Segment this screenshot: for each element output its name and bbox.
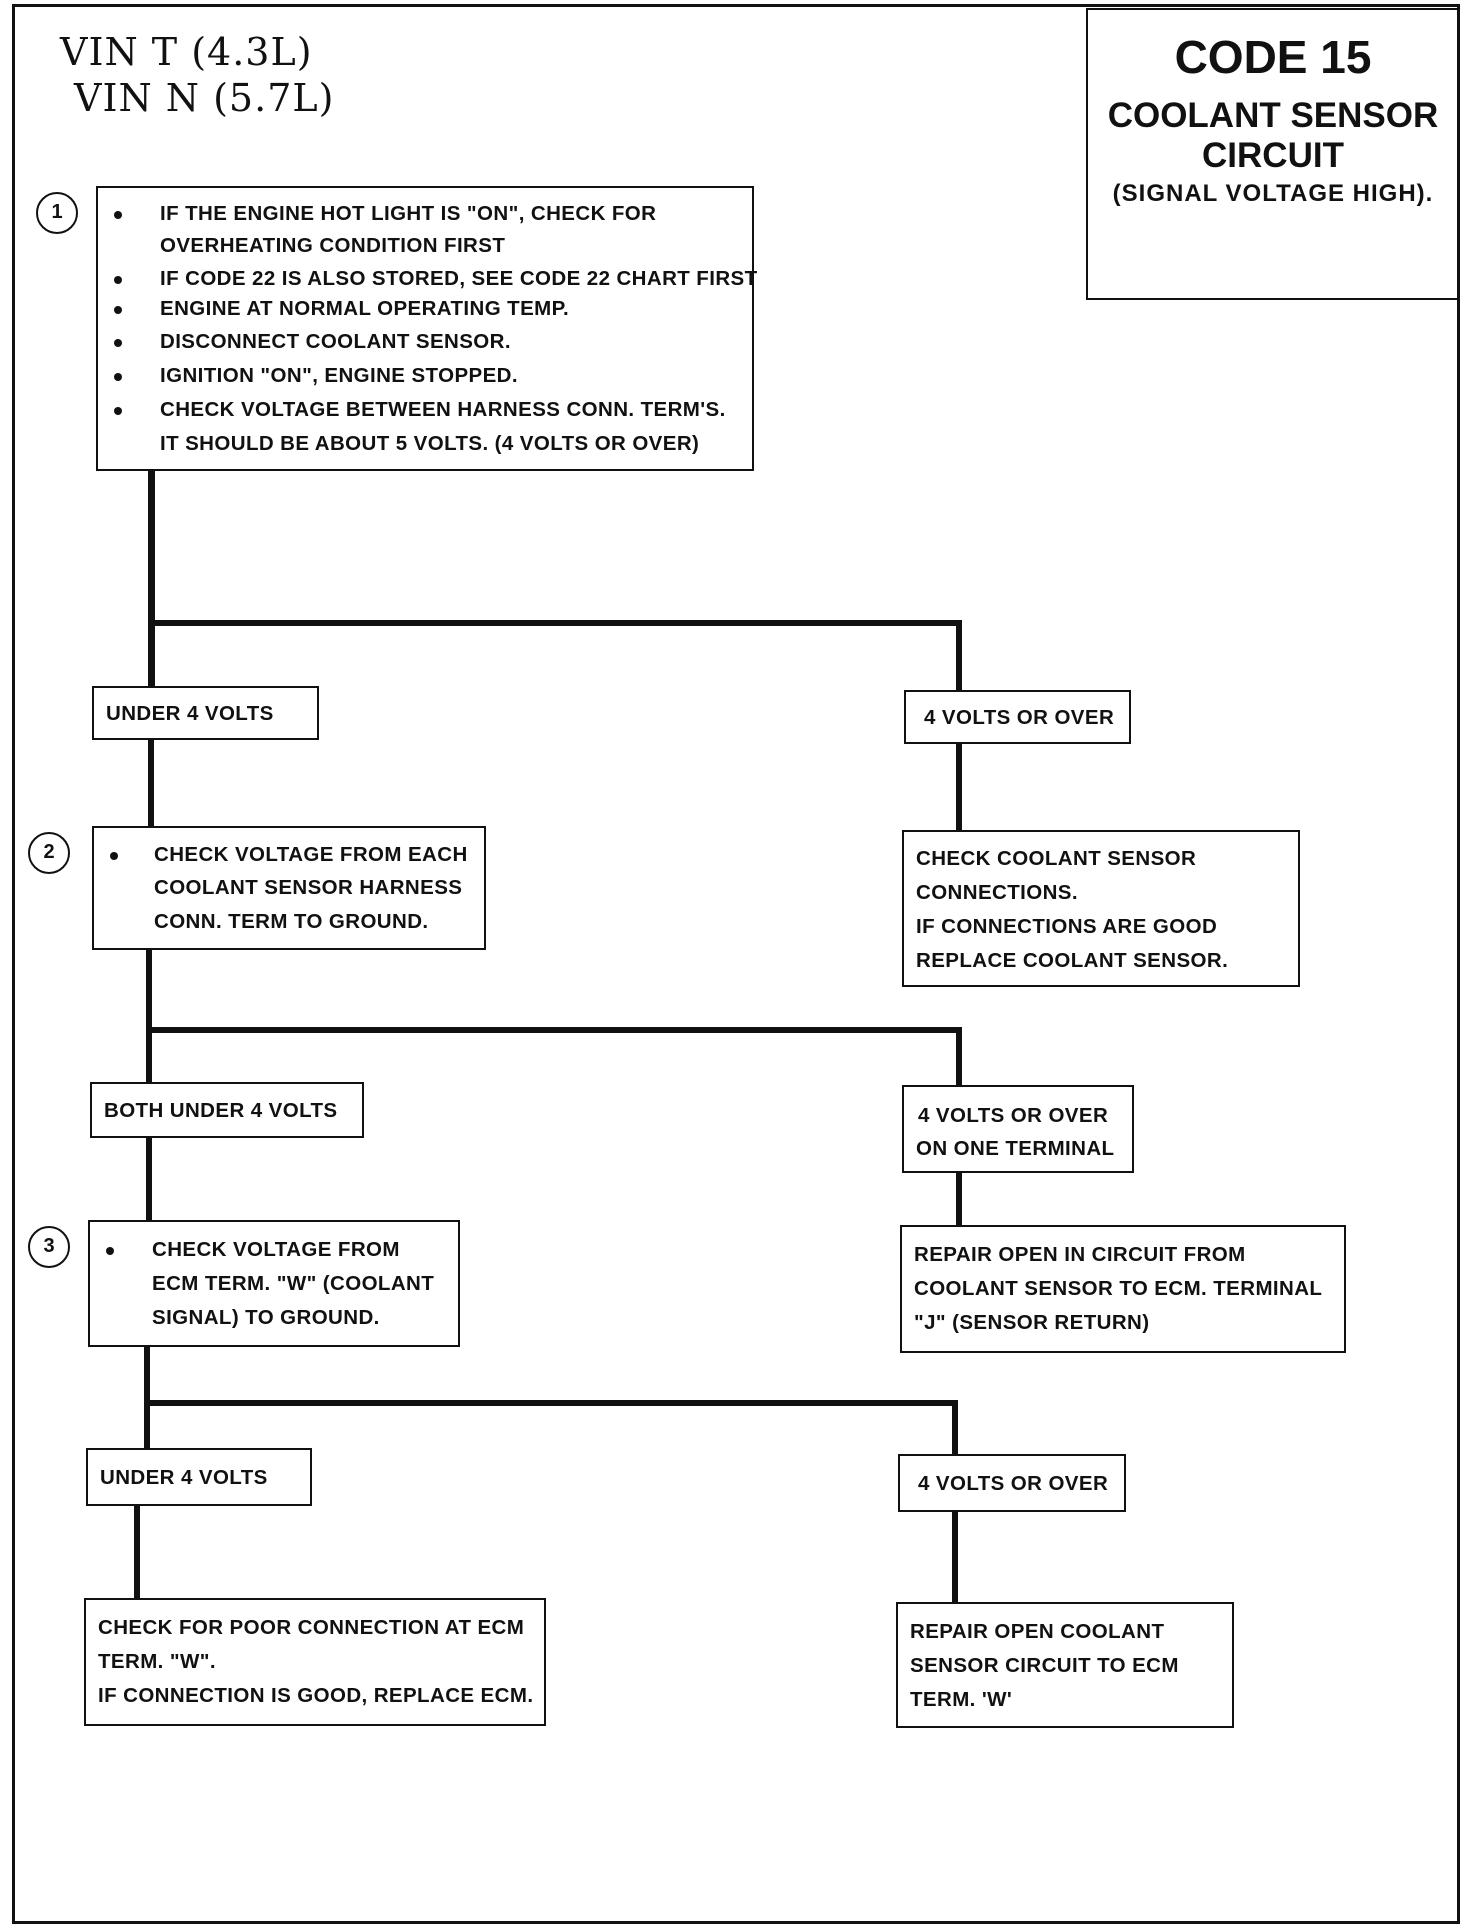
branch1-result-replace-sensor-box: CHECK COOLANT SENSOR CONNECTIONS. IF CON… — [902, 830, 1300, 987]
branch-label-text: BOTH UNDER 4 VOLTS — [104, 1099, 338, 1122]
step-1-line: IF THE ENGINE HOT LIGHT IS "ON", CHECK F… — [160, 202, 657, 225]
result-line: IF CONNECTIONS ARE GOOD — [916, 915, 1218, 938]
step-1-line: OVERHEATING CONDITION FIRST — [160, 234, 506, 257]
page-frame — [12, 4, 1460, 1924]
step-2-box: CHECK VOLTAGE FROM EACH COOLANT SENSOR H… — [92, 826, 486, 950]
step-3-marker: 3 — [28, 1226, 70, 1268]
bullet — [114, 306, 122, 314]
bullet — [114, 373, 122, 381]
step-1-line: IGNITION "ON", ENGINE STOPPED. — [160, 364, 518, 387]
result-line: CONNECTIONS. — [916, 881, 1078, 904]
step-1-line: ENGINE AT NORMAL OPERATING TEMP. — [160, 297, 570, 320]
step-3-line: SIGNAL) TO GROUND. — [152, 1306, 380, 1329]
branch1-under-4-volts-label: UNDER 4 VOLTS — [92, 686, 319, 740]
branch-label-text: 4 VOLTS OR OVER — [924, 706, 1115, 729]
bullet — [114, 407, 122, 415]
result-line: CHECK FOR POOR CONNECTION AT ECM — [98, 1616, 525, 1639]
connector-branch2-horizontal — [146, 1027, 961, 1033]
branch3-under-4-volts-label: UNDER 4 VOLTS — [86, 1448, 312, 1506]
branch3-result-repair-circuit-box: REPAIR OPEN COOLANT SENSOR CIRCUIT TO EC… — [896, 1602, 1234, 1728]
connector-right-label3-to-result — [952, 1510, 958, 1604]
branch2-both-under-4-volts-label: BOTH UNDER 4 VOLTS — [90, 1082, 364, 1138]
branch1-4-volts-or-over-label: 4 VOLTS OR OVER — [904, 690, 1131, 744]
step-2-marker: 2 — [28, 832, 70, 874]
connector-left-label3-to-result — [134, 1505, 140, 1601]
step-2-line: COOLANT SENSOR HARNESS — [154, 876, 463, 899]
code-note: (SIGNAL VOLTAGE HIGH). — [1112, 180, 1434, 207]
result-line: "J" (SENSOR RETURN) — [914, 1311, 1150, 1334]
step-1-box: IF THE ENGINE HOT LIGHT IS "ON", CHECK F… — [96, 186, 757, 471]
code-subtitle-2: CIRCUIT — [1202, 136, 1344, 175]
connector-branch1-horizontal — [148, 620, 961, 626]
step-1-line: IF CODE 22 IS ALSO STORED, SEE CODE 22 C… — [160, 267, 758, 290]
code-subtitle-1: COOLANT SENSOR — [1107, 96, 1439, 135]
branch-label-text: 4 VOLTS OR OVER — [918, 1104, 1109, 1127]
bullet — [114, 276, 122, 284]
step-1-line: CHECK VOLTAGE BETWEEN HARNESS CONN. TERM… — [160, 398, 726, 421]
step-1-line: IT SHOULD BE ABOUT 5 VOLTS. (4 VOLTS OR … — [160, 432, 700, 455]
step-3-line: CHECK VOLTAGE FROM — [152, 1238, 400, 1261]
result-line: REPAIR OPEN IN CIRCUIT FROM — [914, 1243, 1246, 1266]
vin-line-1: VIN T (4.3L) — [60, 30, 313, 74]
connector-step1-down — [148, 470, 155, 706]
branch2-4-volts-on-one-terminal-label: 4 VOLTS OR OVER ON ONE TERMINAL — [902, 1085, 1134, 1173]
vin-line-2: VIN N (5.7L) — [74, 76, 335, 120]
result-line: TERM. 'W' — [910, 1688, 1013, 1711]
branch3-4-volts-or-over-label: 4 VOLTS OR OVER — [898, 1454, 1126, 1512]
bullet — [114, 211, 122, 219]
branch-label-text: ON ONE TERMINAL — [916, 1137, 1115, 1160]
step-2-line: CONN. TERM TO GROUND. — [154, 910, 429, 933]
result-line: IF CONNECTION IS GOOD, REPLACE ECM. — [98, 1684, 534, 1707]
result-line: SENSOR CIRCUIT TO ECM — [910, 1654, 1179, 1677]
result-line: CHECK COOLANT SENSOR — [916, 847, 1197, 870]
connector-branch3-horizontal — [144, 1400, 957, 1406]
result-line: COOLANT SENSOR TO ECM. TERMINAL — [914, 1277, 1323, 1300]
bullet — [106, 1247, 114, 1255]
connector-branch2-right-down — [956, 1027, 962, 1087]
result-line: TERM. "W". — [98, 1650, 216, 1673]
connector-left-label1-to-step2 — [148, 738, 154, 828]
step-2-line: CHECK VOLTAGE FROM EACH — [154, 843, 468, 866]
connector-branch1-right-down — [956, 620, 962, 708]
step-1-line: DISCONNECT COOLANT SENSOR. — [160, 330, 511, 353]
code-title-box: CODE 15 COOLANT SENSOR CIRCUIT (SIGNAL V… — [1086, 8, 1458, 300]
connector-step3-down — [144, 1345, 150, 1453]
bullet — [114, 339, 122, 347]
bullet — [110, 852, 118, 860]
step-3-box: CHECK VOLTAGE FROM ECM TERM. "W" (COOLAN… — [88, 1220, 460, 1347]
branch-label-text: 4 VOLTS OR OVER — [918, 1472, 1109, 1495]
connector-step2-down — [146, 950, 152, 1085]
code-number: CODE 15 — [1174, 31, 1372, 83]
result-line: REPLACE COOLANT SENSOR. — [916, 949, 1229, 972]
branch2-result-repair-open-box: REPAIR OPEN IN CIRCUIT FROM COOLANT SENS… — [900, 1225, 1346, 1353]
step-1-marker: 1 — [36, 192, 78, 234]
connector-left-label2-to-step3 — [146, 1138, 152, 1220]
step-3-line: ECM TERM. "W" (COOLANT — [152, 1272, 435, 1295]
branch-label-text: UNDER 4 VOLTS — [106, 702, 274, 725]
connector-branch3-right-down — [952, 1400, 958, 1472]
connector-right-label1-to-result — [956, 740, 962, 830]
branch3-result-replace-ecm-box: CHECK FOR POOR CONNECTION AT ECM TERM. "… — [84, 1598, 546, 1726]
result-line: REPAIR OPEN COOLANT — [910, 1620, 1165, 1643]
branch-label-text: UNDER 4 VOLTS — [100, 1466, 268, 1489]
connector-right-label2-to-result — [956, 1172, 962, 1228]
